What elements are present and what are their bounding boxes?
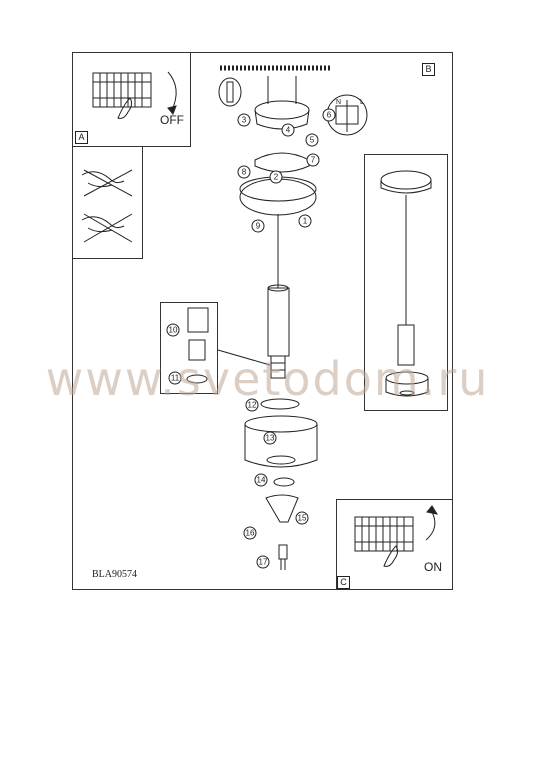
document-code: BLA90574 xyxy=(92,569,137,580)
callout-14: 14 xyxy=(254,473,268,487)
svg-text:5: 5 xyxy=(310,136,315,145)
off-label: OFF xyxy=(160,113,184,127)
panel-a-corner: A xyxy=(75,131,88,144)
callout-3: 3 xyxy=(237,113,251,127)
svg-text:16: 16 xyxy=(246,529,255,538)
callout-17: 17 xyxy=(256,555,270,569)
callout-13: 13 xyxy=(263,431,277,445)
callout-2: 2 xyxy=(269,170,283,184)
svg-text:15: 15 xyxy=(298,514,307,523)
callout-16: 16 xyxy=(243,526,257,540)
svg-text:8: 8 xyxy=(242,168,247,177)
callout-list: 1 2 3 4 5 6 7 8 9 10 11 12 13 14 15 16 1… xyxy=(166,108,336,569)
panel-c-corner: C xyxy=(337,576,350,589)
callout-12: 12 xyxy=(245,398,259,412)
svg-text:2: 2 xyxy=(274,173,279,182)
no-wet-hands-panel xyxy=(72,146,143,259)
svg-text:13: 13 xyxy=(266,434,275,443)
callout-9: 9 xyxy=(251,219,265,233)
svg-text:9: 9 xyxy=(256,222,261,231)
svg-text:3: 3 xyxy=(242,116,247,125)
hand-crossed-icon xyxy=(81,169,133,243)
callout-5: 5 xyxy=(305,133,319,147)
breaker-on-icon xyxy=(354,505,439,567)
svg-text:12: 12 xyxy=(248,401,257,410)
svg-text:11: 11 xyxy=(171,374,180,383)
svg-text:10: 10 xyxy=(169,326,178,335)
svg-text:4: 4 xyxy=(286,126,291,135)
breaker-off-icon xyxy=(92,71,177,119)
callout-10: 10 xyxy=(166,323,180,337)
svg-text:1: 1 xyxy=(303,217,308,226)
wiring-n-label: N xyxy=(336,99,341,106)
callout-7: 7 xyxy=(306,153,320,167)
callout-15: 15 xyxy=(295,511,309,525)
wiring-l-label: L xyxy=(360,99,364,106)
callout-11: 11 xyxy=(168,371,182,385)
callout-6: 6 xyxy=(322,108,336,122)
instruction-sheet xyxy=(72,52,453,590)
svg-text:14: 14 xyxy=(257,476,266,485)
svg-text:7: 7 xyxy=(311,156,316,165)
on-label: ON xyxy=(424,560,442,574)
svg-text:6: 6 xyxy=(327,111,332,120)
panel-b-corner: B xyxy=(422,63,435,76)
callout-8: 8 xyxy=(237,165,251,179)
callout-4: 4 xyxy=(281,123,295,137)
callout-1: 1 xyxy=(298,214,312,228)
svg-text:17: 17 xyxy=(259,558,268,567)
